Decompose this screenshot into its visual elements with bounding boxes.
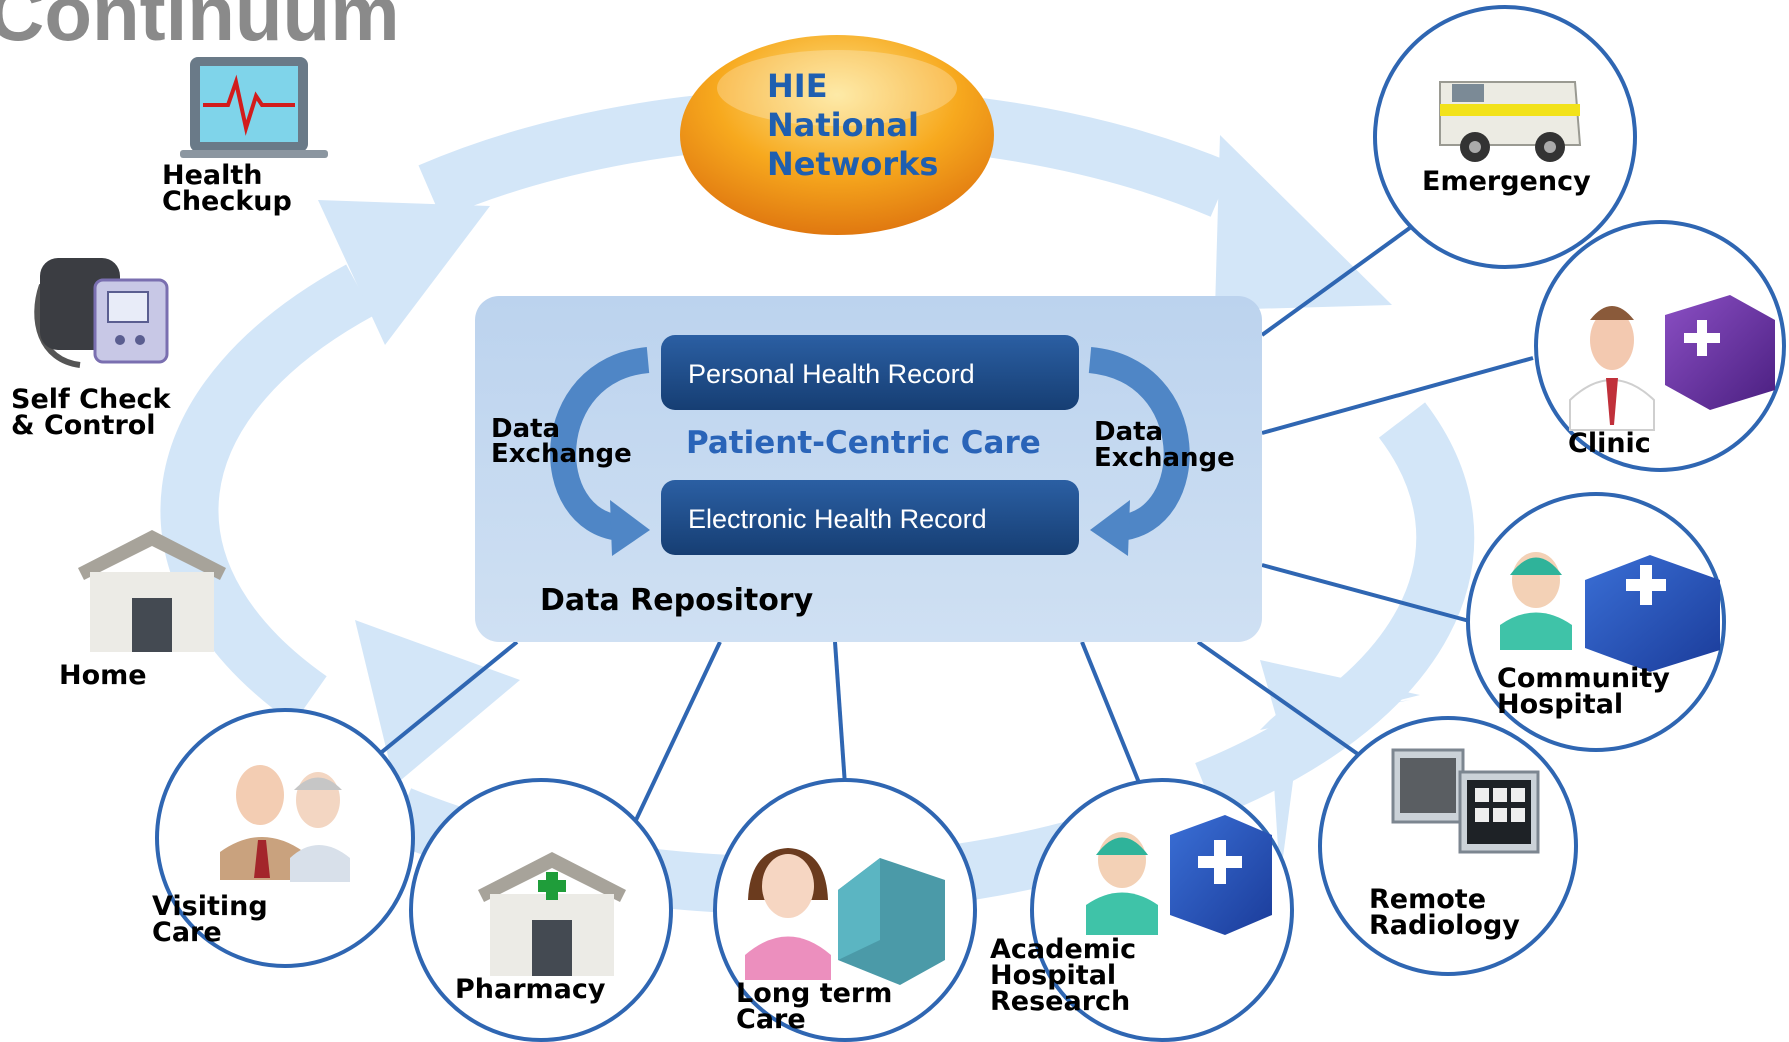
personal-health-record-bar: Personal Health Record [661, 335, 1079, 410]
home-label: Home [59, 660, 147, 691]
personal-health-record-label: Personal Health Record [688, 359, 975, 389]
community-hospital-line2: Hospital [1497, 689, 1623, 720]
house-icon [78, 530, 226, 652]
hie-line2: National [767, 106, 919, 144]
self-check-line2: & Control [11, 410, 156, 441]
academic-line3: Research [990, 986, 1130, 1017]
right-exchange-arrow [1088, 347, 1190, 556]
self-check-line1: Self Check [11, 384, 172, 415]
long-term-care-line1: Long term [736, 978, 892, 1009]
academic-line2: Hospital [990, 960, 1116, 991]
node-clinic: Clinic [1534, 220, 1786, 472]
node-emergency: Emergency [1373, 5, 1637, 269]
woman-building-icon [745, 848, 945, 985]
visiting-care-line2: Care [152, 917, 222, 948]
node-academic-hospital-research: Academic Hospital Research [990, 778, 1294, 1042]
remote-radiology-line1: Remote [1369, 884, 1486, 915]
health-checkup-line2: Checkup [162, 186, 292, 217]
pharmacy-label: Pharmacy [455, 974, 606, 1005]
heart-monitor-icon [180, 57, 328, 158]
pharmacy-icon [478, 852, 626, 976]
ambulance-icon [1439, 81, 1582, 162]
long-term-care-line2: Care [736, 1004, 806, 1035]
surgeon-hospital-icon [1500, 552, 1720, 672]
doctor-clinic-icon [1569, 295, 1775, 431]
hie-line1: HIE [767, 67, 828, 105]
left-exchange-arrow [550, 347, 650, 556]
surgeon-hospital-icon [1086, 815, 1272, 935]
patient-centric-care-label: Patient-Centric Care [686, 425, 1041, 461]
electronic-health-record-bar: Electronic Health Record [661, 480, 1079, 555]
home-item: Home [59, 530, 226, 691]
emergency-label: Emergency [1422, 166, 1591, 197]
blood-pressure-monitor-icon [34, 258, 169, 368]
electronic-health-record-label: Electronic Health Record [688, 504, 987, 534]
page-title: Continuum [0, 0, 400, 57]
node-community-hospital: Community Hospital [1466, 492, 1726, 752]
left-exchange-line1: Data [491, 414, 560, 444]
health-checkup-item: Health Checkup [162, 57, 328, 217]
health-checkup-line1: Health [162, 160, 263, 191]
node-remote-radiology: Remote Radiology [1318, 716, 1578, 976]
visiting-care-line1: Visiting [152, 891, 268, 922]
right-exchange-line1: Data [1094, 417, 1163, 447]
remote-radiology-line2: Radiology [1369, 910, 1520, 941]
radiology-monitors-icon [1391, 748, 1540, 854]
elderly-couple-icon [220, 765, 350, 882]
data-repository: Data Repository Personal Health Record P… [475, 296, 1262, 642]
community-hospital-line1: Community [1497, 663, 1670, 694]
right-exchange-line2: Exchange [1094, 443, 1235, 473]
connector-lines [370, 220, 1534, 821]
data-repository-label: Data Repository [540, 583, 814, 618]
hie-line3: Networks [767, 145, 938, 183]
node-visiting-care: Visiting Care [152, 708, 415, 968]
left-exchange-line2: Exchange [491, 439, 632, 469]
academic-line1: Academic [990, 934, 1136, 965]
node-pharmacy: Pharmacy [409, 778, 673, 1042]
node-long-term-care: Long term Care [713, 778, 977, 1042]
clinic-label: Clinic [1568, 428, 1651, 459]
hie-national-networks: HIE National Networks [680, 35, 994, 235]
self-check-item: Self Check & Control [11, 258, 172, 441]
